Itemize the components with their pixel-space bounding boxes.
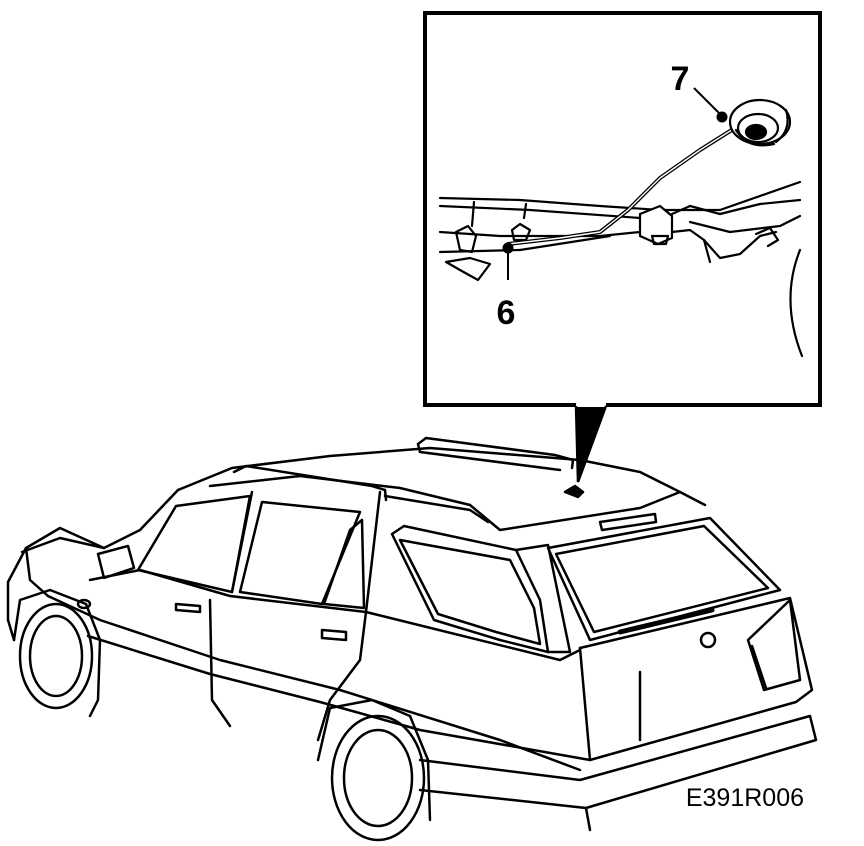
leader-line-7: [693, 87, 723, 117]
figure-code: E391R006: [686, 784, 804, 812]
door-seam-rear: [316, 610, 368, 742]
rear-wiper: [617, 607, 715, 635]
antenna-base: [728, 98, 792, 147]
callout-leaders: [502, 87, 728, 280]
rear-hatch-window: [546, 516, 782, 642]
leader-dot-6: [502, 242, 514, 254]
brake-light: [598, 512, 658, 532]
detail-illustration: [438, 98, 804, 358]
front-window: [136, 494, 252, 594]
cable-clip: [638, 204, 674, 246]
tail-light: [746, 598, 802, 692]
callout-label-6: 6: [497, 294, 516, 332]
cargo-window: [390, 524, 550, 654]
roof-rail-right: [416, 436, 575, 470]
roof-outline: [176, 446, 682, 494]
hose: [670, 198, 802, 216]
side-mirror: [96, 544, 136, 580]
antenna-on-roof: [563, 484, 585, 499]
detail-callout-box: [423, 11, 822, 483]
rear-badge: [699, 631, 717, 649]
rear-bumper: [418, 714, 818, 810]
rear-wheel: [330, 714, 426, 842]
mounting-bracket-left: [454, 224, 478, 254]
rear-door-handle: [320, 628, 348, 642]
door-seam-front: [208, 598, 232, 728]
front-wheel: [18, 602, 94, 710]
front-door-handle: [174, 602, 202, 614]
hood-line: [24, 546, 50, 598]
car-illustration: [6, 436, 818, 842]
rear-window: [238, 500, 362, 606]
callout-label-7: 7: [671, 60, 690, 98]
leader-dot-7: [716, 111, 728, 123]
